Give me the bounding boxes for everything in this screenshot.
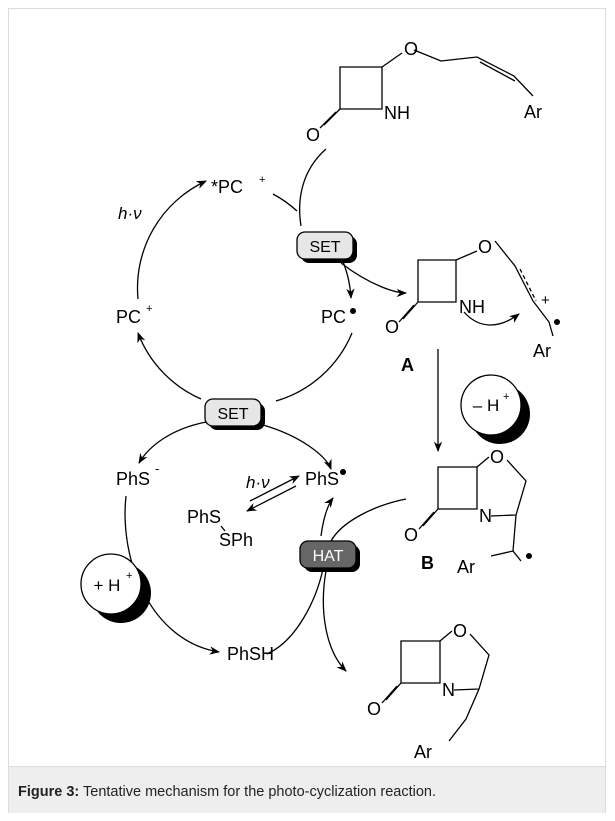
- arc-pc-to-excited: [136, 180, 207, 300]
- svg-text:PhS: PhS: [305, 469, 339, 489]
- photocatalyst-cycle: [136, 180, 355, 402]
- product-n: N: [442, 680, 455, 700]
- arrow-substrate-to-set: [299, 148, 327, 227]
- intermediate-B: [418, 456, 527, 562]
- A-radical-dot: [554, 319, 560, 325]
- A-carbonyl-o: O: [385, 317, 399, 337]
- svg-text:PC: PC: [116, 307, 141, 327]
- intermediate-A: [398, 240, 554, 337]
- caption-text: Tentative mechanism for the photo-cycliz…: [79, 784, 437, 800]
- arrow-phsh-to-hat: [266, 568, 324, 655]
- hat-badge: HAT: [299, 540, 360, 572]
- svg-text:SET: SET: [309, 239, 340, 256]
- svg-text:-: -: [155, 461, 159, 476]
- svg-text:*PC: *PC: [211, 177, 243, 197]
- phs-radical-label: PhS: [305, 469, 346, 489]
- phs-anion-label: PhS -: [116, 461, 159, 489]
- product: [381, 630, 490, 742]
- A-ar: Ar: [533, 341, 551, 361]
- plus-proton-badge: + H +: [80, 553, 151, 623]
- start-carbonyl-o: O: [306, 125, 320, 145]
- minus-proton-badge: – H +: [460, 374, 530, 444]
- svg-text:PC: PC: [321, 307, 346, 327]
- B-radical-dot: [526, 553, 532, 559]
- arc-set-to-phs-anion: [138, 421, 207, 464]
- product-ether-o: O: [453, 621, 467, 641]
- B-ether-o: O: [490, 447, 504, 467]
- disulfide-phs: PhS: [187, 507, 221, 527]
- caption-bar: Figure 3: Tentative mechanism for the ph…: [9, 766, 605, 813]
- arc-set-to-phs-radical: [262, 424, 332, 470]
- pc-cation-label: PC +: [116, 303, 152, 327]
- arrow-B-to-hat: [330, 498, 407, 542]
- pc-radical-label: PC: [321, 307, 356, 327]
- svg-text:HAT: HAT: [313, 548, 344, 565]
- arrow-nh-attack: [463, 311, 520, 326]
- starting-material: [319, 49, 534, 129]
- arc-excited-to-set: [272, 193, 298, 212]
- caption-label: Figure 3:: [18, 784, 80, 800]
- product-ar: Ar: [414, 742, 432, 762]
- B-n: N: [479, 506, 492, 526]
- start-ether-o: O: [404, 39, 418, 59]
- mechanism-scheme: h·ν *PC + PC + PC O NH O Ar SET: [80, 39, 560, 762]
- A-nh: NH: [459, 297, 485, 317]
- arc-hat-to-phs-radical: [320, 497, 334, 537]
- svg-text:+: +: [259, 174, 265, 186]
- B-label: B: [421, 553, 434, 573]
- figure-panel: h·ν *PC + PC + PC O NH O Ar SET: [8, 8, 606, 813]
- set-badge-top: SET: [296, 231, 357, 263]
- light-label-1: h·ν: [118, 204, 142, 223]
- B-carbonyl-o: O: [404, 525, 418, 545]
- start-ar: Ar: [524, 102, 542, 122]
- set-badge-bottom: SET: [204, 398, 265, 430]
- arrow-hat-to-product: [322, 570, 347, 672]
- svg-text:+ H: + H: [94, 576, 121, 595]
- svg-text:SET: SET: [217, 406, 248, 423]
- phsh-label: PhSH: [227, 644, 274, 664]
- excited-pc-label: *PC +: [211, 174, 265, 197]
- light-label-2: h·ν: [246, 473, 270, 492]
- start-nh: NH: [384, 103, 410, 123]
- A-ether-o: O: [478, 237, 492, 257]
- equilibrium-arrows: [246, 475, 300, 512]
- svg-text:+: +: [146, 303, 152, 315]
- arc-set-to-pc-cation: [137, 332, 202, 400]
- product-carbonyl-o: O: [367, 699, 381, 719]
- B-ar: Ar: [457, 557, 475, 577]
- svg-text:PhS: PhS: [116, 469, 150, 489]
- disulfide-bond: [220, 525, 226, 532]
- disulfide-sph: SPh: [219, 530, 253, 550]
- A-radical-cation: +: [541, 292, 550, 309]
- A-label: A: [401, 355, 414, 375]
- svg-text:+: +: [126, 570, 132, 582]
- svg-text:– H: – H: [473, 396, 499, 415]
- arrow-set-to-A: [340, 262, 408, 298]
- figure-caption: Figure 3: Tentative mechanism for the ph…: [18, 784, 436, 800]
- arc-pc-radical-to-set: [275, 332, 353, 402]
- svg-text:+: +: [503, 391, 509, 403]
